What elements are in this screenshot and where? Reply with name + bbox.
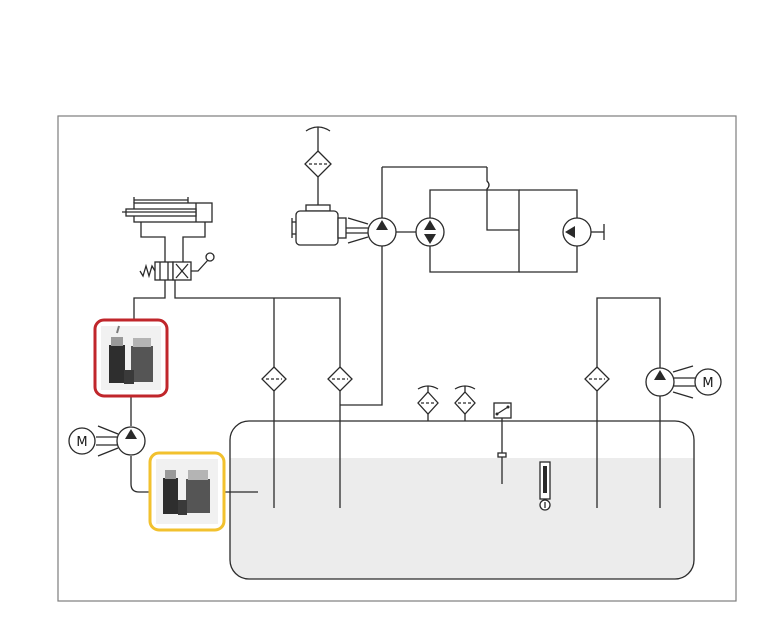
left-pump-motor: M xyxy=(68,425,146,457)
engine-block xyxy=(295,210,339,246)
hydraulic-motor-1 xyxy=(415,217,445,247)
level-gauge xyxy=(539,461,551,511)
right-pump-motor: M xyxy=(645,365,722,508)
valve-lever xyxy=(191,259,209,272)
engine-drive xyxy=(291,204,369,246)
tank-fluid xyxy=(230,458,694,579)
pump-arrow-icon xyxy=(654,370,666,380)
tank-outline xyxy=(229,420,695,580)
hydraulic-motor-2 xyxy=(562,217,605,247)
left-motor-label: M xyxy=(76,435,87,450)
return-filter-unit[interactable] xyxy=(148,451,226,532)
diagram-frame xyxy=(57,115,737,602)
return-filter-2 xyxy=(327,366,353,508)
valve-spring xyxy=(139,263,156,279)
suction-breather xyxy=(305,126,331,151)
right-motor-label: M xyxy=(702,376,713,391)
pump-arrow-icon xyxy=(376,220,388,230)
directional-control-valve xyxy=(133,252,341,370)
cylinder-actuator xyxy=(122,197,213,262)
tank-breather-1 xyxy=(417,385,439,421)
level-switch xyxy=(493,402,512,484)
pressure-filter-unit[interactable] xyxy=(93,318,169,398)
suction-filter xyxy=(304,150,332,205)
reservoir-tank xyxy=(229,420,695,580)
main-pump xyxy=(367,166,519,247)
tank-breather-2 xyxy=(454,385,476,421)
right-filter xyxy=(584,366,610,508)
left-pump xyxy=(116,426,146,456)
right-motor xyxy=(694,368,722,396)
return-filter-1 xyxy=(261,366,287,508)
left-motor xyxy=(68,427,96,455)
pump-arrow-icon xyxy=(125,429,137,439)
